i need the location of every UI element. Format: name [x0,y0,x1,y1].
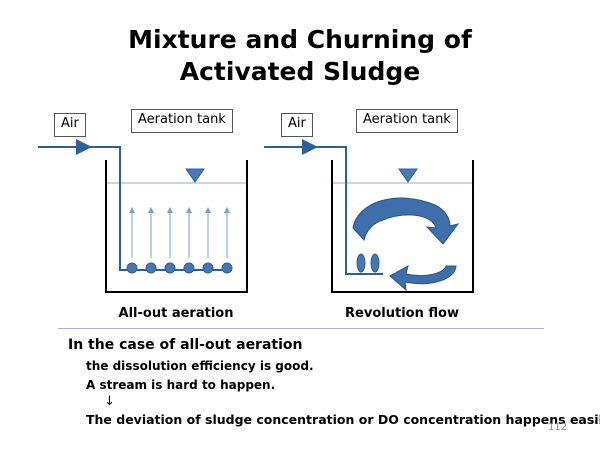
caption-revolution-flow: Revolution flow [345,306,459,321]
divider-line [58,328,544,329]
right-tank-group [264,139,474,293]
diffuser [202,262,214,274]
air-label-left: Air [54,113,86,137]
explanation-line-2: A stream is hard to happen. [86,378,276,392]
aeration-tank-label-right: Aeration tank [356,109,458,133]
diffuser [164,262,176,274]
page-number: 112 [548,422,568,433]
explanation-line-3: The deviation of sludge concentration or… [86,412,600,427]
right-tank-wall [331,160,474,293]
diffuser [145,262,157,274]
diffuser [183,262,195,274]
right-water-level-marker [398,168,418,183]
revolution-flow-arrow [352,197,460,245]
aeration-tank-label-left: Aeration tank [131,109,233,133]
air-label-right: Air [281,113,313,137]
return-flow-arrow [389,265,457,292]
left-air-pipe [38,146,232,271]
explanation-line-1: the dissolution efficiency is good. [86,359,314,373]
left-tank-wall [105,160,248,293]
title-line-1: Mixture and Churning of [128,25,472,54]
left-water-level-marker [185,168,205,183]
down-arrow-icon: ↓ [104,394,115,409]
caption-all-out-aeration: All-out aeration [118,306,234,321]
diffuser [126,262,138,274]
diffuser [356,253,366,273]
left-tank-group [38,139,248,293]
explanation-heading: In the case of all-out aeration [68,337,303,353]
title-line-2: Activated Sludge [179,57,421,86]
diffuser [221,262,233,274]
diffuser [370,253,380,273]
